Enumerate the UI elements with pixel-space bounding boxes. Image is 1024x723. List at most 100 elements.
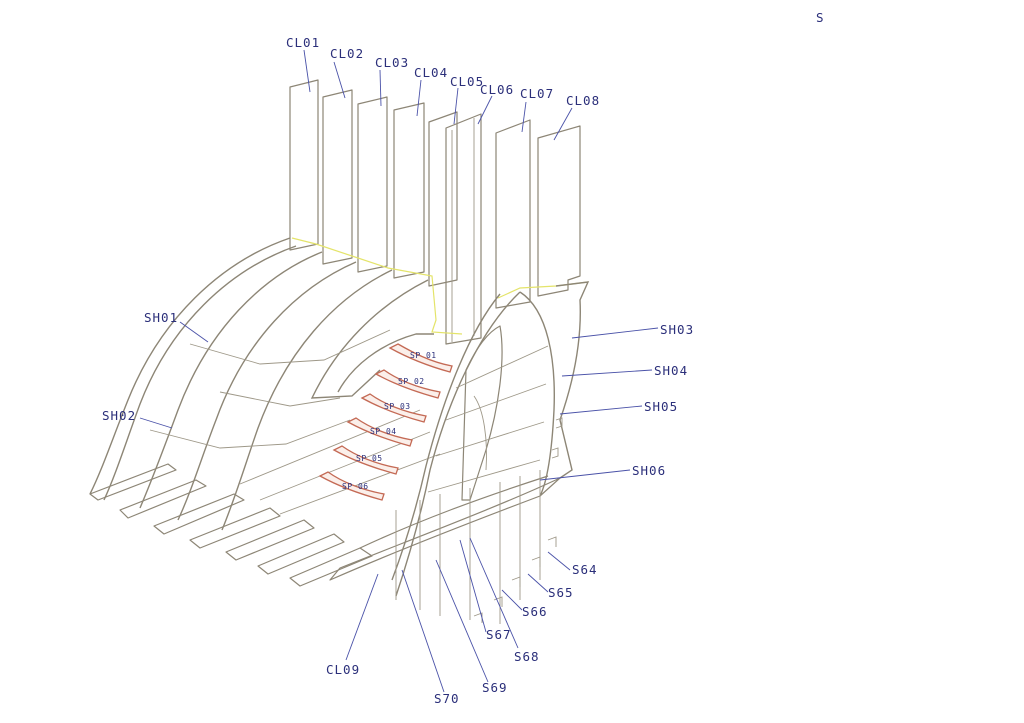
- spacer-label-sp02: SP 02: [398, 377, 425, 386]
- spacer-sp01: [388, 343, 453, 373]
- plate-cl01: [289, 79, 319, 251]
- leader-cl08: [553, 107, 573, 141]
- label-sh04: SH04: [654, 363, 688, 378]
- stringer-sh02: [149, 419, 351, 449]
- label-s69: S69: [482, 680, 508, 695]
- plate-cl06-inner: [451, 118, 475, 342]
- label-cl06: CL06: [480, 82, 514, 97]
- strake-5: [225, 519, 315, 561]
- spacer-sp04: [346, 417, 413, 447]
- plate-cl08: [537, 125, 581, 297]
- label-sh06: SH06: [632, 463, 666, 478]
- leader-sh01: [179, 321, 209, 343]
- leader-s66: [501, 589, 523, 611]
- label-s68: S68: [514, 649, 540, 664]
- strake-7: [289, 547, 373, 587]
- spacer-sp02: [374, 369, 441, 399]
- spacer-label-sp01: SP 01: [410, 351, 437, 360]
- plate-cl05: [428, 111, 458, 287]
- stringers: [89, 329, 441, 587]
- rib-1-inner: [103, 245, 297, 501]
- label-cl02: CL02: [330, 46, 364, 61]
- plate-cl03: [357, 96, 388, 273]
- bow-decks: [427, 345, 549, 493]
- spacer-label-sp06: SP 06: [342, 482, 369, 491]
- leader-sh05: [559, 405, 643, 415]
- bow-inner-frame: [391, 293, 501, 581]
- rib-2: [139, 251, 323, 509]
- leader-s70: [401, 569, 445, 693]
- label-cl08: CL08: [566, 93, 600, 108]
- spacer-label-sp04: SP 04: [370, 427, 397, 436]
- rib-6: [337, 333, 434, 393]
- bow-stem: [519, 291, 555, 497]
- leader-sh06: [539, 469, 631, 481]
- highlight-edges: [291, 237, 589, 335]
- spacer-stack: SP 01 SP 02 SP 03 SP 04 SP 05 SP 06: [318, 343, 453, 501]
- rib-3: [177, 261, 357, 521]
- bow-side-frame: [555, 281, 590, 479]
- spacer-label-sp03: SP 03: [384, 402, 411, 411]
- leader-s67: [459, 539, 487, 633]
- strake-1: [89, 463, 177, 501]
- strake-6: [257, 533, 345, 575]
- plate-cl04: [393, 102, 425, 279]
- label-s64: S64: [572, 562, 598, 577]
- plate-cl07: [495, 119, 531, 309]
- leader-cl09: [345, 573, 379, 661]
- leader-s65: [527, 573, 549, 593]
- leader-cl05: [453, 87, 459, 125]
- bow-notches: [473, 417, 563, 623]
- rib-4: [221, 269, 393, 531]
- frame-ribs: [89, 237, 434, 531]
- leader-s69: [435, 559, 489, 683]
- rib-5: [310, 279, 429, 399]
- leader-lines: [139, 49, 659, 693]
- leader-cl06: [477, 95, 493, 125]
- stringer-sh01: [189, 329, 391, 365]
- bow-bottom-2: [359, 475, 549, 549]
- label-sh03: SH03: [660, 322, 694, 337]
- leader-sh03: [571, 327, 659, 339]
- label-sh01: SH01: [144, 310, 178, 325]
- spacer-sp03: [360, 393, 427, 423]
- rib-1: [89, 237, 291, 495]
- leader-s64: [547, 551, 571, 571]
- label-cl05: CL05: [450, 74, 484, 89]
- label-cl03: CL03: [375, 55, 409, 70]
- spacer-sp06: [318, 471, 385, 501]
- bow-outer-frame: [395, 291, 521, 597]
- label-s67: S67: [486, 627, 512, 642]
- spacer-label-sp05: SP 05: [356, 454, 383, 463]
- label-s70: S70: [434, 691, 460, 706]
- highlight-top-edge: [291, 237, 463, 335]
- strake-3: [153, 493, 245, 535]
- leader-cl02: [333, 61, 346, 99]
- bow-frame-lines: [395, 470, 541, 624]
- leader-s68: [469, 537, 519, 649]
- label-sh02: SH02: [102, 408, 136, 423]
- label-cl04: CL04: [414, 65, 448, 80]
- strake-4: [189, 507, 281, 549]
- bow-section: [329, 281, 590, 624]
- stringer-mid: [219, 391, 341, 407]
- keel-line: [239, 409, 441, 515]
- bow-web-2: [473, 395, 487, 471]
- spacer-sp05: [332, 445, 399, 475]
- leader-cl03: [379, 69, 382, 107]
- leader-cl01: [303, 49, 311, 93]
- plate-cl06: [445, 113, 482, 345]
- label-sh05: SH05: [644, 399, 678, 414]
- plate-cl02: [322, 89, 353, 265]
- label-cl07: CL07: [520, 86, 554, 101]
- leader-cl07: [521, 101, 527, 133]
- strake-2: [119, 479, 207, 519]
- leader-sh04: [561, 369, 653, 377]
- label-cl01: CL01: [286, 35, 320, 50]
- label-cl09: CL09: [326, 662, 360, 677]
- label-s65: S65: [548, 585, 574, 600]
- label-s66: S66: [522, 604, 548, 619]
- labels: CL01 CL02 CL03 CL04 CL05 CL06 CL07 CL08 …: [102, 35, 694, 706]
- leader-cl04: [416, 79, 422, 117]
